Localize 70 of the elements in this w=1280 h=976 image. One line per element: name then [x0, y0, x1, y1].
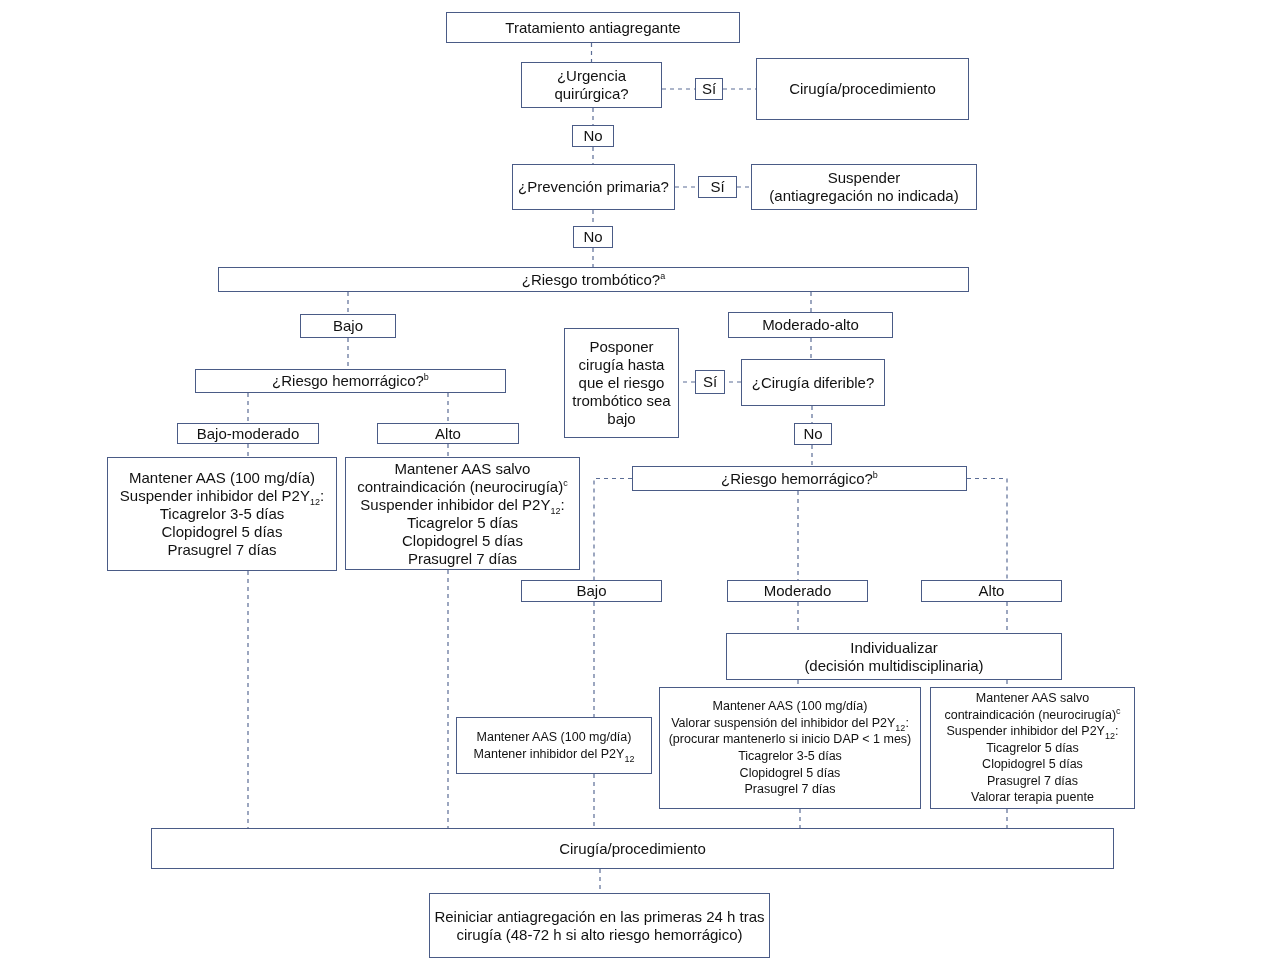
connector-line	[593, 601, 595, 718]
connector-line	[966, 477, 1008, 581]
answer-box: No	[572, 125, 614, 147]
process-box: ¿Urgencia quirúrgica?	[521, 62, 662, 108]
box-text-line: Suspender	[827, 169, 901, 187]
answer-box: Sí	[698, 176, 737, 198]
process-box: Alto	[377, 423, 519, 444]
box-text-line: (antiagregación no indicada)	[769, 187, 959, 205]
box-text-line: Suspender inhibidor del P2Y$_{12}$:	[119, 487, 325, 505]
process-box: Bajo	[521, 580, 662, 602]
box-text-line: Clopidogrel 5 días	[402, 531, 523, 550]
box-text-line: Valorar suspensión del inhibidor del P2Y$_{12}$:	[671, 714, 909, 732]
process-box: ¿Cirugía diferible?	[741, 359, 885, 406]
connector-line	[811, 444, 813, 467]
action-box: Cirugía/procedimiento	[756, 58, 969, 120]
action-box: Posponer cirugía hasta que el riesgo trombótico sea bajo	[564, 328, 679, 438]
box-text-line: (decisión multidisciplinaria)	[804, 656, 984, 675]
box-text-line: Clopidogrel 5 días	[982, 756, 1083, 773]
answer-box: Sí	[695, 78, 723, 100]
connector-line	[1006, 808, 1008, 829]
connector-line	[810, 291, 812, 313]
connector-line	[810, 337, 812, 360]
box-text-line: Ticagrelor 5 días	[986, 739, 1079, 757]
answer-box: No	[794, 423, 832, 445]
box-text-line: Ticagrelor 3-5 días	[159, 505, 285, 523]
box-text-line: Prasugrel 7 días	[167, 541, 277, 559]
process-box: ¿Riesgo hemorrágico?$^{b}$	[195, 369, 506, 393]
box-text-line: Individualizar	[850, 638, 938, 657]
process-box: Moderado	[727, 580, 868, 602]
box-text-line: Prasugrel 7 días	[407, 549, 518, 568]
process-box: Bajo	[300, 314, 396, 338]
connector-line	[590, 42, 593, 63]
process-box: ¿Riesgo hemorrágico?$^{b}$	[632, 466, 967, 491]
box-text-line: Prasugrel 7 días	[744, 781, 836, 798]
box-text-line: Suspender inhibidor del P2Y$_{12}$:	[360, 495, 565, 514]
connector-line	[247, 392, 249, 424]
box-text-line: Mantener AAS (100 mg/día)	[476, 728, 632, 746]
box-text-line: Mantener AAS (100 mg/día)	[712, 698, 868, 715]
process-box: ¿Prevención primaria?	[512, 164, 675, 210]
box-text-line: Mantener inhibidor del P2Y$_{12}$	[473, 745, 635, 763]
connector-line	[593, 477, 633, 581]
process-box: ¿Riesgo trombótico?$^{a}$	[218, 267, 969, 292]
process-box: Bajo-moderado	[177, 423, 319, 444]
connector-line	[447, 392, 449, 424]
connector-line	[799, 808, 801, 829]
box-text-line: Prasugrel 7 días	[987, 772, 1078, 790]
process-box: Alto	[921, 580, 1062, 602]
connector-line	[347, 291, 349, 315]
box-text-line: Suspender inhibidor del P2Y$_{12}$:	[946, 723, 1119, 740]
process-box: Cirugía/procedimiento	[151, 828, 1114, 869]
action-box: Reiniciar antiagregación en las primeras 24 h tras cirugía (48-72 h si alto riesgo hemorrágico)	[429, 893, 770, 958]
box-text-line: Clopidogrel 5 días	[161, 523, 283, 541]
box-text-line: Ticagrelor 3-5 días	[738, 748, 842, 765]
process-box: Moderado-alto	[728, 312, 893, 338]
box-text-line: Mantener AAS salvo contraindicación (neurocirugía)$^{c}$	[943, 689, 1122, 724]
connector-line	[447, 443, 449, 458]
connector-line	[247, 443, 249, 458]
box-text-line: Mantener AAS salvo contraindicación (neurocirugía)$^{c}$	[356, 459, 569, 496]
process-box: Tratamiento antiagregante	[446, 12, 740, 43]
box-text-line: Clopidogrel 5 días	[739, 764, 841, 782]
connector-line	[447, 569, 449, 829]
box-text-line: (procurar mantenerlo si inicio DAP < 1 mes)	[668, 731, 912, 748]
answer-box: No	[573, 226, 613, 248]
connector-line	[736, 186, 752, 188]
connector-line	[592, 247, 594, 268]
answer-box: Sí	[695, 370, 725, 394]
box-text-line: Ticagrelor 5 días	[406, 513, 519, 532]
connector-line	[593, 773, 595, 829]
box-text-line: Mantener AAS (100 mg/día)	[129, 469, 315, 487]
box-text-line: Valorar terapia puente	[971, 789, 1094, 807]
